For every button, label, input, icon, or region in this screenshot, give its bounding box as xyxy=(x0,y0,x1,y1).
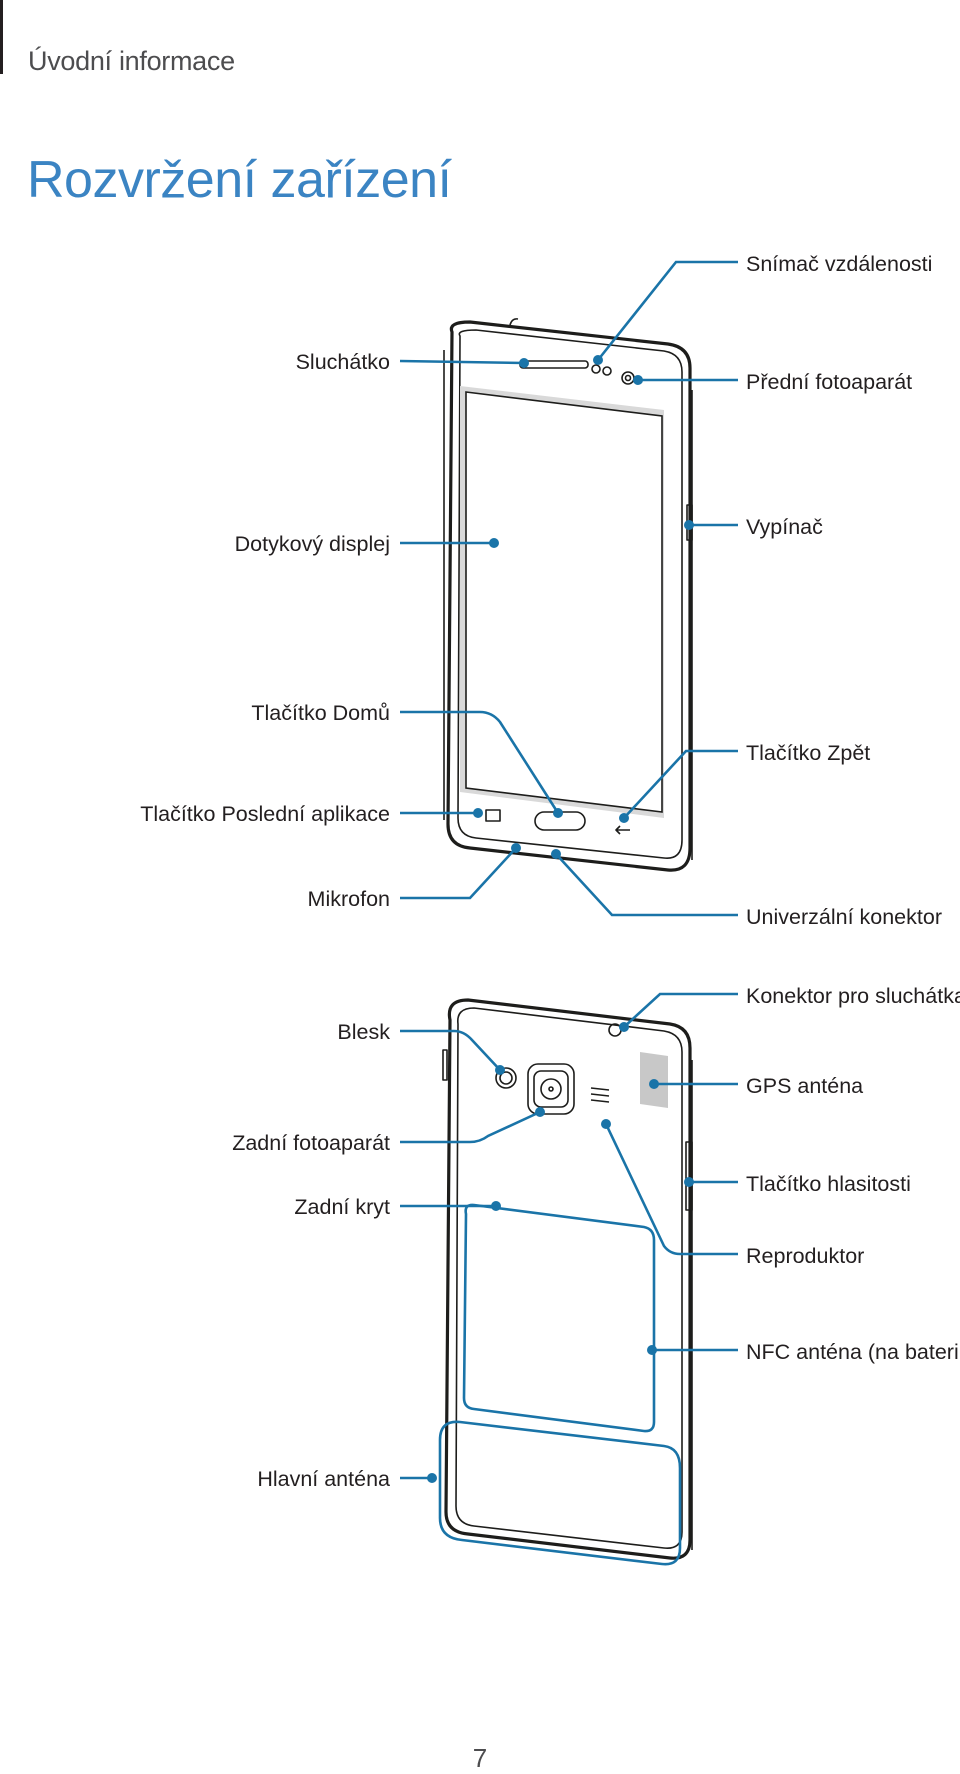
label-multipurpose-jack: Univerzální konektor xyxy=(746,905,942,929)
label-main-antenna: Hlavní anténa xyxy=(257,1467,390,1491)
label-touchscreen: Dotykový displej xyxy=(235,532,390,556)
touchscreen xyxy=(465,391,663,813)
dot-volume-button xyxy=(684,1177,694,1187)
rear-camera-lens-icon xyxy=(540,1078,562,1100)
leader-microphone xyxy=(400,847,517,900)
dot-back-cover xyxy=(491,1201,501,1211)
back-device-outline xyxy=(444,998,692,1560)
leader-multipurpose-jack xyxy=(555,853,738,917)
front-camera-icon xyxy=(621,371,635,385)
dot-flash xyxy=(495,1065,505,1075)
earpiece-grille xyxy=(519,360,589,369)
label-front-camera: Přední fotoaparát xyxy=(746,370,912,394)
label-flash: Blesk xyxy=(337,1020,390,1044)
leader-headset-jack xyxy=(623,992,738,1028)
light-sensor-icon xyxy=(602,366,612,376)
recent-apps-icon xyxy=(485,809,501,822)
label-speaker: Reproduktor xyxy=(746,1244,864,1268)
label-earpiece: Sluchátko xyxy=(296,350,390,374)
dot-headset-jack xyxy=(619,1022,629,1032)
dot-multipurpose-jack xyxy=(551,849,561,859)
callout-leaders xyxy=(399,260,738,1483)
leader-earpiece xyxy=(399,359,525,365)
back-arrow-icon xyxy=(615,825,630,835)
leader-back-button xyxy=(623,749,738,819)
dot-home-button xyxy=(553,808,563,818)
label-back-button: Tlačítko Zpět xyxy=(746,741,870,765)
proximity-sensor-icon xyxy=(591,364,601,374)
leader-rear-camera xyxy=(400,1110,541,1144)
speaker-grille-icon xyxy=(590,1087,610,1103)
label-gps-antenna: GPS anténa xyxy=(746,1074,863,1098)
label-back-cover: Zadní kryt xyxy=(294,1195,390,1219)
dot-touchscreen xyxy=(489,538,499,548)
dot-microphone xyxy=(511,843,521,853)
label-microphone: Mikrofon xyxy=(308,887,390,911)
front-device xyxy=(443,318,693,872)
label-proximity-sensor: Snímač vzdálenosti xyxy=(746,252,932,276)
running-header: Úvodní informace xyxy=(28,46,235,76)
dot-earpiece xyxy=(519,358,529,368)
rear-camera-outer-icon xyxy=(527,1063,575,1115)
dot-recent-apps xyxy=(473,808,483,818)
nfc-antenna-region xyxy=(462,1203,656,1433)
dot-proximity-sensor xyxy=(593,355,603,365)
dot-back-button xyxy=(619,813,629,823)
main-antenna-region xyxy=(438,1420,682,1566)
leader-speaker xyxy=(604,1123,738,1256)
back-device xyxy=(438,998,693,1566)
leader-flash xyxy=(400,1029,501,1071)
callout-labels: Snímač vzdálenosti Sluchátko Přední foto… xyxy=(140,252,960,1491)
page-number: 7 xyxy=(472,1743,488,1773)
dot-rear-camera xyxy=(535,1107,545,1117)
label-rear-camera: Zadní fotoaparát xyxy=(232,1131,390,1155)
label-power-button: Vypínač xyxy=(746,515,823,539)
back-device-inner-rim xyxy=(455,1007,683,1549)
label-home-button: Tlačítko Domů xyxy=(251,701,390,725)
top-notch xyxy=(509,318,519,326)
front-camera-lens-icon xyxy=(624,374,632,382)
dot-gps-antenna xyxy=(649,1079,659,1089)
leader-proximity-sensor xyxy=(596,260,738,361)
left-side-key xyxy=(442,1049,448,1081)
dot-speaker xyxy=(601,1119,611,1129)
label-recent-apps-button: Tlačítko Poslední aplikace xyxy=(140,802,390,826)
dot-main-antenna xyxy=(427,1473,437,1483)
header-rule xyxy=(0,0,3,74)
label-volume-button: Tlačítko hlasitosti xyxy=(746,1172,911,1196)
label-headset-jack: Konektor pro sluchátka xyxy=(746,984,960,1008)
flash-icon xyxy=(495,1067,517,1089)
rear-camera-center-icon xyxy=(548,1086,554,1092)
page-title: Rozvržení zařízení xyxy=(27,151,452,209)
front-device-outline xyxy=(446,320,692,872)
dot-power-button xyxy=(684,520,694,530)
volume-button-key xyxy=(685,1141,693,1211)
dot-front-camera xyxy=(633,375,643,385)
rear-camera-frame-icon xyxy=(533,1070,569,1108)
front-device-inner-rim xyxy=(457,329,683,859)
flash-lens-icon xyxy=(499,1071,513,1085)
dot-nfc-antenna xyxy=(647,1345,657,1355)
label-nfc-antenna: NFC anténa (na baterii) xyxy=(746,1340,960,1364)
leader-home-button xyxy=(400,710,560,814)
